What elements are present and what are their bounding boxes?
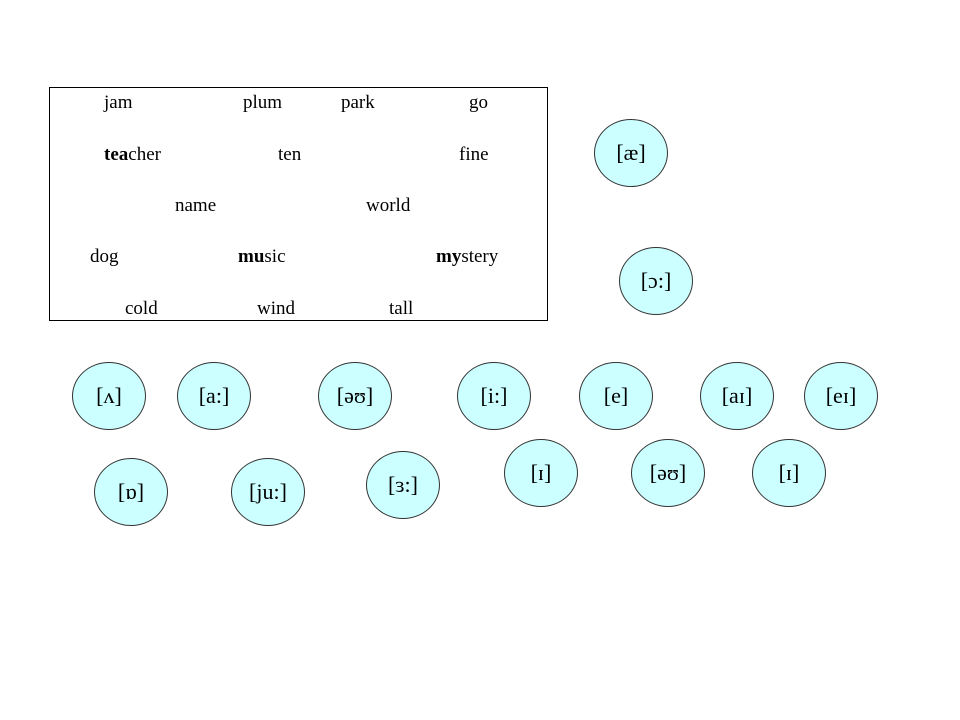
word-bold-part: mu [238, 246, 265, 267]
phonetic-bubble[interactable]: [ɜ:] [366, 451, 440, 519]
word-rest-part: tall [389, 298, 414, 319]
word-rest-part: stery [461, 246, 499, 267]
word-rest-part: ten [278, 144, 302, 165]
phonetic-bubble[interactable]: [ɪ] [752, 439, 826, 507]
phonetic-bubble[interactable]: [e] [579, 362, 653, 430]
phonetic-bubble[interactable]: [ɔ:] [619, 247, 693, 315]
phonetic-bubble[interactable]: [a:] [177, 362, 251, 430]
word-mystery: mystery [436, 247, 498, 267]
word-dog: dog [90, 247, 119, 267]
word-music: music [238, 247, 286, 267]
phonetic-bubble[interactable]: [əʊ] [318, 362, 392, 430]
word-rest-part: go [469, 92, 488, 113]
word-ten: ten [278, 145, 301, 165]
word-park: park [341, 93, 375, 113]
phonetic-bubble[interactable]: [ʌ] [72, 362, 146, 430]
word-bold-part: tea [104, 144, 129, 165]
word-go: go [469, 93, 488, 113]
word-rest-part: sic [264, 246, 286, 267]
word-rest-part: cold [125, 298, 158, 319]
word-bold-part: my [436, 246, 462, 267]
word-rest-part: cher [128, 144, 161, 165]
word-world: world [366, 196, 410, 216]
word-plum: plum [243, 93, 282, 113]
phonetic-bubble[interactable]: [ɒ] [94, 458, 168, 526]
word-wind: wind [257, 299, 295, 319]
word-box [49, 87, 548, 321]
phonetic-bubble[interactable]: [əʊ] [631, 439, 705, 507]
word-rest-part: world [366, 195, 411, 216]
word-rest-part: dog [90, 246, 119, 267]
phonetic-bubble[interactable]: [i:] [457, 362, 531, 430]
word-name: name [175, 196, 216, 216]
phonetic-bubble[interactable]: [eɪ] [804, 362, 878, 430]
word-jam: jam [104, 93, 133, 113]
phonetic-bubble[interactable]: [ɪ] [504, 439, 578, 507]
word-teacher: teacher [104, 145, 161, 165]
word-rest-part: wind [257, 298, 295, 319]
word-tall: tall [389, 299, 413, 319]
word-rest-part: jam [104, 92, 133, 113]
word-rest-part: plum [243, 92, 283, 113]
word-rest-part: fine [459, 144, 489, 165]
word-rest-part: name [175, 195, 217, 216]
word-fine: fine [459, 145, 489, 165]
word-cold: cold [125, 299, 158, 319]
phonetic-bubble[interactable]: [æ] [594, 119, 668, 187]
phonetic-bubble[interactable]: [aɪ] [700, 362, 774, 430]
word-rest-part: park [341, 92, 375, 113]
phonetic-bubble[interactable]: [ju:] [231, 458, 305, 526]
